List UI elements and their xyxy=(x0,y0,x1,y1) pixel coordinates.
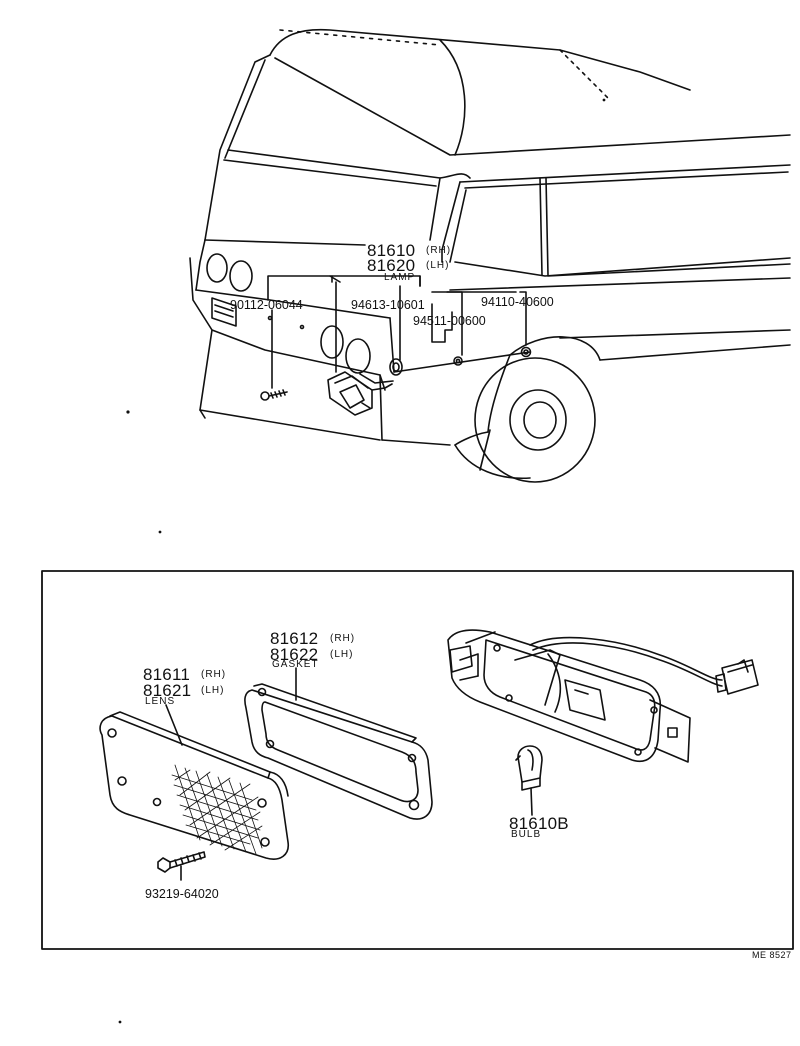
bulb-caption: BULB xyxy=(511,829,542,840)
lamp-lh-side: (LH) xyxy=(426,260,450,271)
lens-lh-side: (LH) xyxy=(201,685,225,696)
lens-lh-part-number: 81621 xyxy=(143,681,192,700)
part-94511-label: 94511-00600 xyxy=(413,314,486,328)
lens-screw-part-number: 93219-64020 xyxy=(145,887,219,901)
screw-90112 xyxy=(261,390,287,400)
drawing-code: ME 8527 xyxy=(752,950,792,960)
lamp-rh-part-number: 81610 xyxy=(367,241,416,260)
lens-part xyxy=(100,712,288,859)
gasket-lh-side: (LH) xyxy=(330,649,354,660)
part-94110-label: 94110-40600 xyxy=(481,295,554,309)
gasket-part xyxy=(245,684,432,819)
lens-rh-part-number: 81611 xyxy=(143,665,191,684)
lamp-caption: LAMP xyxy=(384,272,416,283)
lamp-housing-part xyxy=(448,630,758,762)
bulb-part xyxy=(516,746,542,815)
detail-frame xyxy=(42,571,793,949)
screw-part-number: 90112-06044 xyxy=(230,298,303,312)
gasket-lh-part-number: 81622 xyxy=(270,645,319,664)
lens-screw-part xyxy=(158,852,205,880)
part-94613-label: 94613-10601 xyxy=(351,298,425,312)
lens-rh-side: (RH) xyxy=(201,669,227,680)
gasket-caption: GASKET xyxy=(272,659,319,670)
gasket-rh-part-number: 81612 xyxy=(270,629,319,648)
bulb-part-number: 81610B xyxy=(509,814,569,833)
lens-caption: LENS xyxy=(145,696,176,707)
lamp-assembly-exploded xyxy=(328,372,393,415)
lamp-lh-part-number: 81620 xyxy=(367,256,416,275)
lamp-rh-side: (RH) xyxy=(426,245,452,256)
gasket-rh-side: (RH) xyxy=(330,633,356,644)
vehicle-rear-view xyxy=(127,30,790,533)
